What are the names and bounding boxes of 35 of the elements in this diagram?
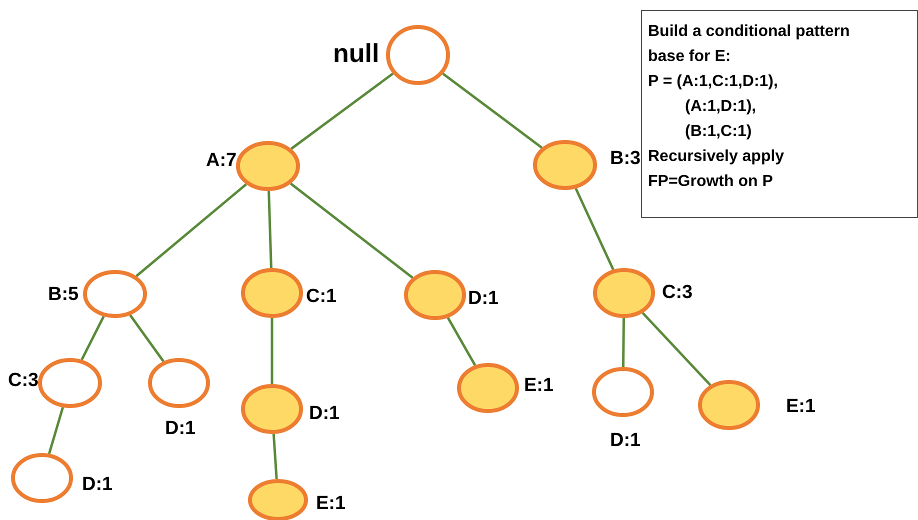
node-label: A:7	[206, 150, 237, 172]
note-text: (A:1,D:1),	[684, 97, 758, 117]
tree-edge	[80, 316, 105, 360]
note-text: P = (A:1,C:1,D:1),	[648, 72, 779, 92]
tree-edge	[272, 434, 278, 480]
tree-edge	[574, 188, 614, 270]
tree-edge	[446, 317, 476, 366]
node-label: C:3	[662, 282, 693, 304]
node-label: C:3	[8, 370, 39, 392]
note-text: Build a conditional pattern base for E:	[648, 22, 851, 67]
note-text: (B:1,C:1)	[684, 122, 753, 142]
node-label: B:3	[610, 148, 641, 170]
tree-edge	[129, 314, 164, 362]
node-label: E:1	[524, 375, 554, 397]
tree-edge	[622, 318, 625, 368]
tree-edge	[290, 182, 414, 279]
node-label: E:1	[786, 396, 816, 418]
tree-edge	[270, 318, 274, 384]
note-text: Recursively apply FP=Growth on P	[648, 147, 786, 192]
tree-edge	[48, 407, 64, 454]
tree-edge	[290, 72, 394, 150]
tree-edge	[136, 183, 247, 278]
node-label: null	[333, 38, 380, 69]
node-label: D:1	[82, 474, 113, 496]
node-label: E:1	[316, 493, 346, 515]
node-label: D:1	[468, 288, 499, 310]
node-label: D:1	[610, 430, 641, 452]
node-label: D:1	[165, 418, 196, 440]
tree-edge	[268, 190, 272, 268]
text-box	[641, 10, 918, 218]
tree-edge	[642, 312, 712, 386]
node-label: C:1	[306, 286, 337, 308]
node-label: D:1	[309, 403, 340, 425]
tree-edge	[442, 72, 543, 149]
node-label: B:5	[48, 284, 79, 306]
